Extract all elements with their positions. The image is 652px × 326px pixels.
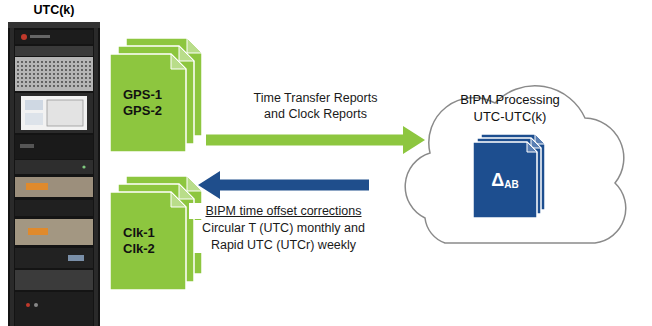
rack-top	[8, 22, 100, 28]
patch-ports	[17, 59, 91, 89]
unit-light	[34, 303, 38, 307]
rack-unit	[15, 30, 93, 44]
page-fold	[171, 192, 186, 207]
correction-arrow	[198, 171, 369, 199]
clock-unit	[15, 219, 93, 245]
rack-rail	[10, 28, 14, 326]
document-label: Δ	[491, 169, 504, 192]
rack-rail	[94, 28, 98, 326]
rack-unit	[15, 135, 93, 159]
rack-heading-node: UTC(k)	[5, 0, 103, 326]
unit-logo	[68, 255, 84, 261]
page-fold	[527, 142, 537, 152]
unit-light	[82, 165, 85, 168]
screen-window	[47, 100, 83, 126]
text-holder: GPS-1 GPS-2	[110, 54, 186, 152]
clock-display	[28, 228, 48, 235]
page-fold	[187, 38, 202, 53]
screen-window	[25, 100, 43, 110]
document-page	[110, 192, 186, 290]
rack-unit	[15, 160, 93, 174]
text-holder: BIPM Processing UTC-UTC(k)	[385, 92, 635, 126]
processing-cloud: BIPM Processing UTC-UTC(k) ΔAB	[385, 48, 635, 263]
report-stack: GPS-1 GPS-2	[110, 38, 202, 152]
cloud-text: BIPM Processing UTC-UTC(k)	[445, 92, 575, 126]
page-fold	[179, 46, 194, 61]
report-stack: Clk-1 Clk-2	[110, 176, 202, 290]
page-fold	[187, 176, 202, 191]
rack-unit	[15, 292, 93, 326]
rack-unit	[15, 200, 93, 216]
arrow-label: Time Transfer Reports and Clock Reports	[243, 90, 388, 123]
screen-window	[25, 113, 43, 125]
report-arrow	[206, 126, 425, 154]
monitor-frame	[15, 93, 93, 133]
cloud-path	[405, 86, 626, 243]
document-stack-outline	[473, 134, 545, 218]
unit-logo	[21, 34, 27, 40]
unit-light	[26, 303, 30, 307]
text-holder: UTC(k)	[5, 3, 103, 17]
page-fold	[179, 184, 194, 199]
arrow-label: BIPM time offset corrections	[189, 203, 379, 219]
text-holder: Clk-1 Clk-2	[110, 192, 186, 290]
patch-panel	[15, 57, 93, 91]
page-fold	[171, 54, 186, 69]
document-page	[473, 142, 537, 218]
subscript-label: AB	[504, 179, 518, 192]
rack-unit	[15, 46, 93, 56]
clock-display	[26, 183, 48, 190]
rack-unit	[15, 270, 93, 290]
text-holder: ΔAB	[473, 142, 537, 218]
document-label: Clk-1 Clk-2	[123, 225, 173, 258]
unit-light	[20, 144, 34, 148]
rack-unit	[15, 248, 93, 268]
rack-body	[8, 22, 100, 326]
document-label: GPS-1 GPS-2	[123, 87, 173, 120]
document-page	[110, 54, 186, 152]
clock-unit	[15, 177, 93, 197]
node-heading: UTC(k)	[5, 3, 103, 17]
offset-document: ΔAB	[473, 134, 545, 218]
schedule-note: Circular T (UTC) monthly and Rapid UTC (…	[194, 220, 374, 253]
unit-badge	[30, 35, 50, 38]
monitor-screen	[21, 96, 87, 130]
